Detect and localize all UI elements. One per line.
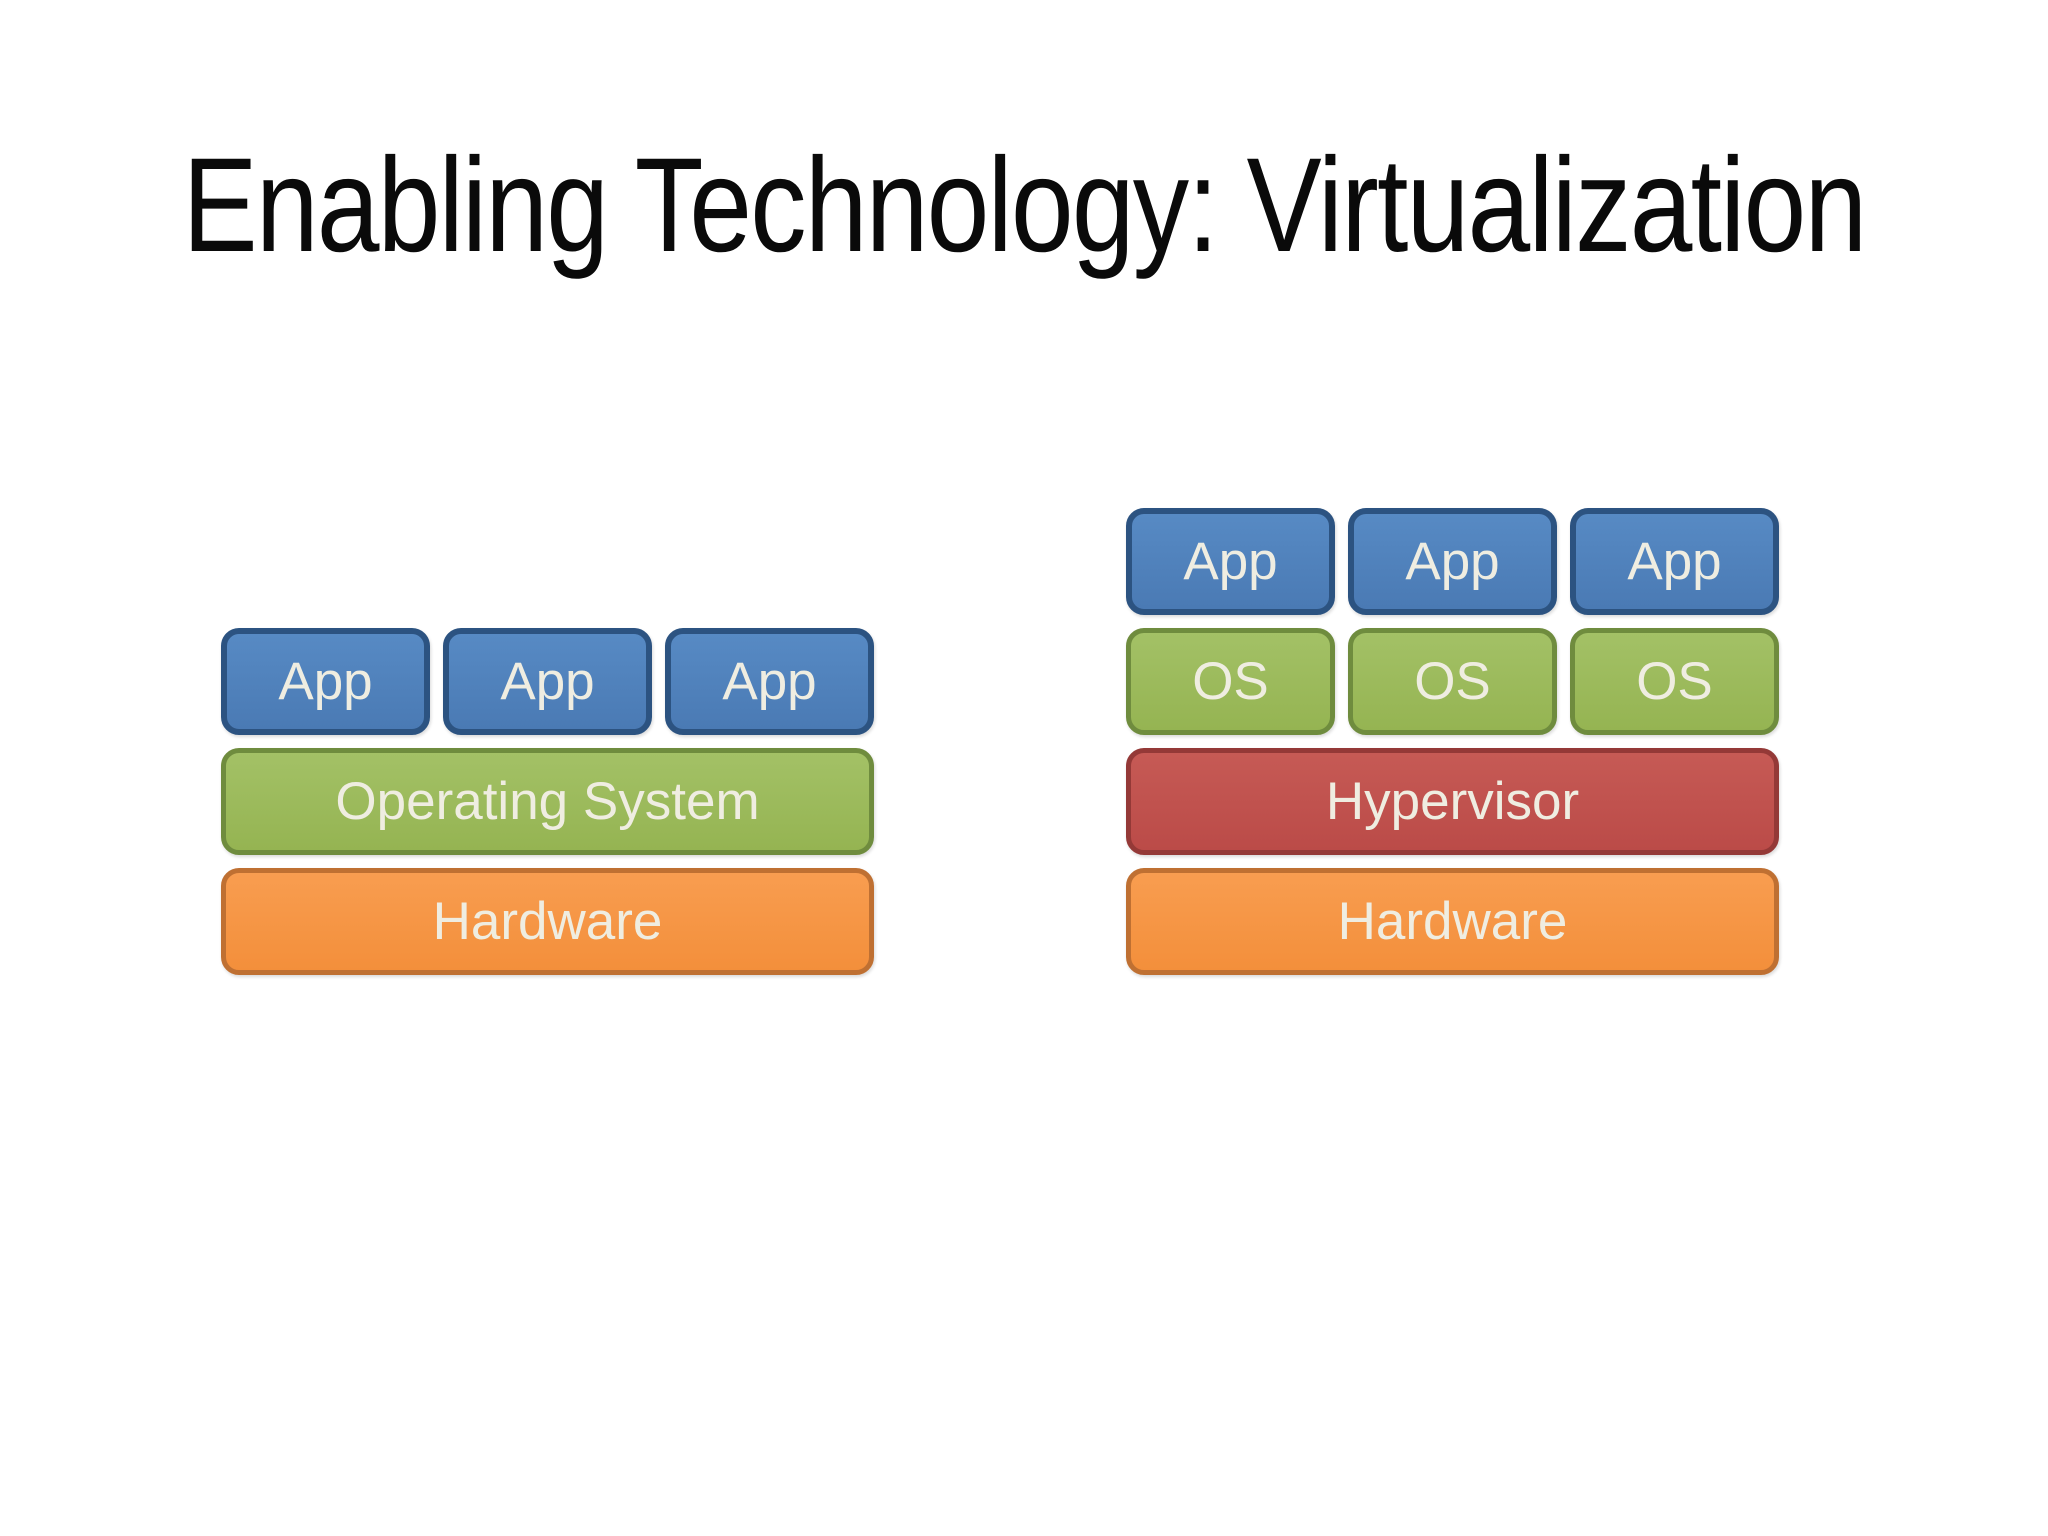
hardware-bar: Hardware: [221, 868, 874, 975]
hardware-bar: Hardware: [1126, 868, 1779, 975]
app-box: App: [1570, 508, 1779, 615]
app-box: App: [1348, 508, 1557, 615]
app-box: App: [443, 628, 652, 735]
os-box: OS: [1570, 628, 1779, 735]
os-row: OS OS OS: [1126, 628, 1779, 735]
app-row: App App App: [1126, 508, 1779, 615]
operating-system-bar: Operating System: [221, 748, 874, 855]
traditional-stack: App App App Operating System Hardware: [221, 628, 874, 975]
app-row: App App App: [221, 628, 874, 735]
app-box: App: [665, 628, 874, 735]
slide-title: Enabling Technology: Virtualization: [182, 131, 1868, 280]
os-box: OS: [1126, 628, 1335, 735]
virtualized-stack: App App App OS OS OS Hypervisor Hardware: [1126, 508, 1779, 975]
os-box: OS: [1348, 628, 1557, 735]
hypervisor-bar: Hypervisor: [1126, 748, 1779, 855]
app-box: App: [221, 628, 430, 735]
app-box: App: [1126, 508, 1335, 615]
